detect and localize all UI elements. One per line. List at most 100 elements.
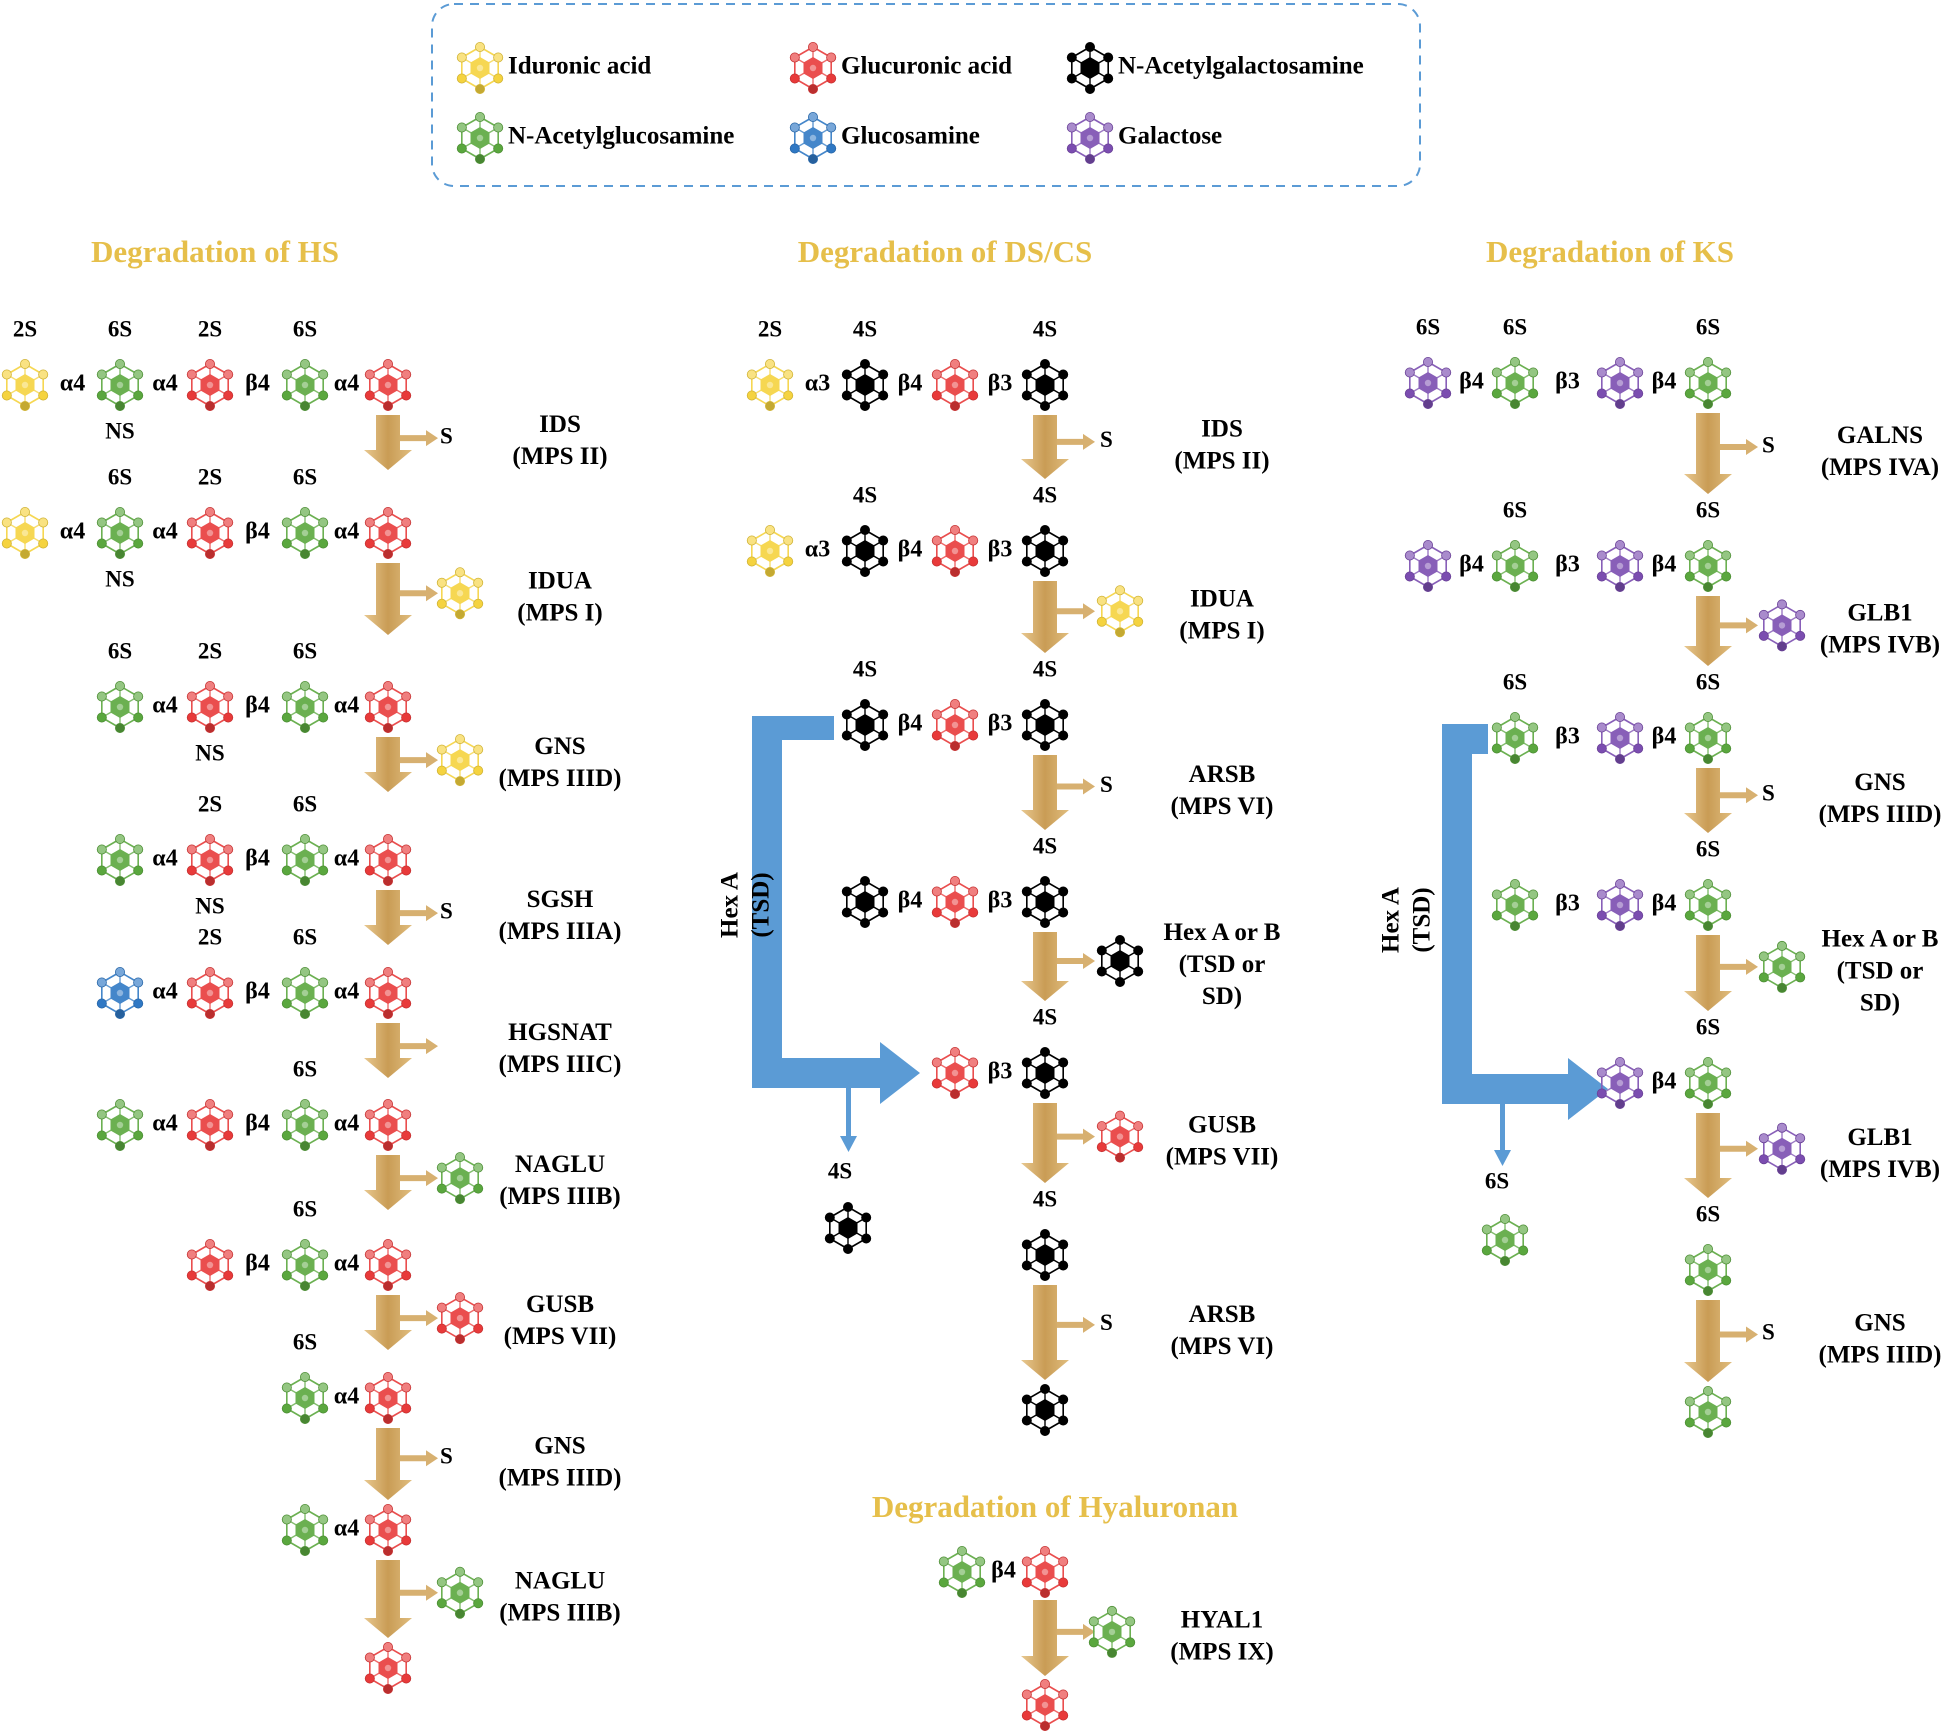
enzyme-label: IDUA: [528, 568, 592, 595]
glycosidic-bond-label: β4: [1652, 1069, 1677, 1095]
glycosidic-bond-label: β3: [988, 888, 1013, 914]
degradation-step-arrow: [364, 563, 438, 635]
ks-section-title: Degradation of KS: [1486, 234, 1734, 269]
disease-label: (MPS VII): [1166, 1144, 1279, 1171]
glycosidic-bond-label: α4: [334, 693, 359, 719]
disease-label: (MPS IX): [1170, 1639, 1273, 1666]
glcnac-residue-icon: [1491, 356, 1539, 409]
glucuronic-residue-icon: [186, 1099, 234, 1152]
legend-label: Glucosamine: [841, 123, 980, 150]
glucuronic-residue-icon: [931, 699, 979, 752]
legend-label: Glucuronic acid: [841, 53, 1012, 80]
disease-label: (MPS IIID): [499, 765, 622, 792]
glycosidic-bond-label: β4: [245, 693, 270, 719]
disease-label: (MPS VI): [1170, 793, 1273, 820]
enzyme-label: IDS: [1201, 416, 1243, 443]
released-residue-icon: [1096, 585, 1144, 638]
sulfate-label: 6S: [1696, 836, 1720, 861]
enzyme-label: Hex A or B: [1822, 926, 1939, 953]
sulfate-label: 6S: [293, 1056, 317, 1081]
galactose-residue-icon: [1404, 356, 1452, 409]
degradation-step-arrow: [364, 737, 438, 792]
degradation-step-arrow: [1021, 1103, 1095, 1183]
glycosidic-bond-label: β4: [1652, 724, 1677, 750]
sulfate-label: 4S: [1033, 656, 1057, 681]
sulfate-label: 4S: [853, 316, 877, 341]
glycosidic-bond-label: β4: [245, 519, 270, 545]
glycosidic-bond-label: β3: [1555, 552, 1580, 578]
released-residue-icon: [1758, 940, 1806, 993]
disease-label: (TSD or: [1837, 958, 1924, 985]
degradation-step-arrow: [364, 1295, 438, 1350]
released-residue-icon: [1096, 1110, 1144, 1163]
bypass-product-icon: [1481, 1214, 1529, 1267]
bypass-disease-label: (TSD): [1409, 887, 1436, 952]
released-sulfate-label: S: [440, 423, 453, 448]
glycosidic-bond-label: β3: [1555, 724, 1580, 750]
enzyme-label: NAGLU: [515, 1568, 605, 1595]
glycosidic-bond-label: α4: [152, 371, 177, 397]
iduronic-residue-icon: [1, 506, 49, 560]
glycosidic-bond-label: β3: [988, 1059, 1013, 1085]
iduronic-acid-icon: [456, 42, 504, 95]
sulfate-label: 2S: [198, 924, 222, 949]
glucuronic-residue-icon: [931, 1047, 979, 1100]
released-residue-icon: [1758, 1122, 1806, 1175]
sulfate-label: 6S: [293, 1196, 317, 1221]
glcnac-residue-icon: [1684, 1057, 1732, 1110]
glucuronic-residue-icon: [364, 834, 412, 887]
enzyme-label: GUSB: [1188, 1112, 1256, 1139]
sulfate-label: 4S: [828, 1158, 852, 1183]
n-sulfate-label: NS: [195, 893, 224, 918]
disease-label: (MPS VI): [1170, 1333, 1273, 1360]
sulfate-label: 2S: [758, 316, 782, 341]
degradation-step-arrow: [364, 890, 438, 945]
sulfate-label: 6S: [108, 316, 132, 341]
released-sulfate-label: S: [1762, 1320, 1775, 1345]
degradation-step-arrow: [1021, 1600, 1095, 1676]
enzyme-label: HYAL1: [1181, 1607, 1263, 1634]
released-residue-icon: [1088, 1605, 1136, 1658]
enzyme-label: GLB1: [1847, 600, 1912, 627]
galnac-residue-icon: [841, 525, 889, 578]
released-sulfate-label: S: [440, 898, 453, 923]
galnac-residue-icon: [841, 358, 889, 411]
n-sulfate-label: NS: [105, 418, 134, 443]
glucuronic-residue-icon: [931, 876, 979, 929]
glucuronic-residue-icon: [931, 358, 979, 411]
glycosidic-bond-label: α4: [152, 1111, 177, 1137]
glcnac-residue-icon: [96, 834, 144, 887]
glycosidic-bond-label: β4: [1652, 891, 1677, 917]
glycosidic-bond-label: α4: [334, 519, 359, 545]
glycosidic-bond-label: β4: [1459, 552, 1484, 578]
enzyme-label: ARSB: [1189, 1301, 1256, 1328]
sulfate-label: 4S: [853, 482, 877, 507]
glycosidic-bond-label: β4: [991, 1558, 1016, 1584]
glucuronic-residue-icon: [364, 1099, 412, 1152]
glycosidic-bond-label: α3: [805, 537, 830, 563]
glucuronic-residue-icon: [364, 967, 412, 1020]
galactose-icon: [1066, 112, 1114, 164]
sulfate-label: 6S: [293, 464, 317, 489]
sulfate-label: 6S: [1503, 497, 1527, 522]
sulfate-label: 4S: [1033, 1004, 1057, 1029]
glycosidic-bond-label: α4: [334, 1384, 359, 1410]
glycosidic-bond-label: β4: [898, 888, 923, 914]
glycosidic-bond-label: α4: [334, 979, 359, 1005]
glucuronic-residue-icon: [186, 506, 234, 560]
sulfate-label: 6S: [1696, 669, 1720, 694]
glycosidic-bond-label: α4: [152, 979, 177, 1005]
glucuronic-residue-icon: [186, 358, 234, 411]
glucuronic-residue-icon: [186, 834, 234, 887]
glcnac-residue-icon: [1684, 1386, 1732, 1439]
bypass-product-icon: [824, 1202, 872, 1255]
degradation-step-arrow: [1021, 415, 1095, 479]
sulfate-label: 6S: [1696, 1201, 1720, 1226]
degradation-step-arrow: [1021, 1285, 1095, 1380]
glcnac-residue-icon: [1684, 356, 1732, 409]
glycosidic-bond-label: α4: [60, 519, 85, 545]
galnac-residue-icon: [1021, 525, 1069, 578]
glucuronic-residue-icon: [186, 1239, 234, 1292]
